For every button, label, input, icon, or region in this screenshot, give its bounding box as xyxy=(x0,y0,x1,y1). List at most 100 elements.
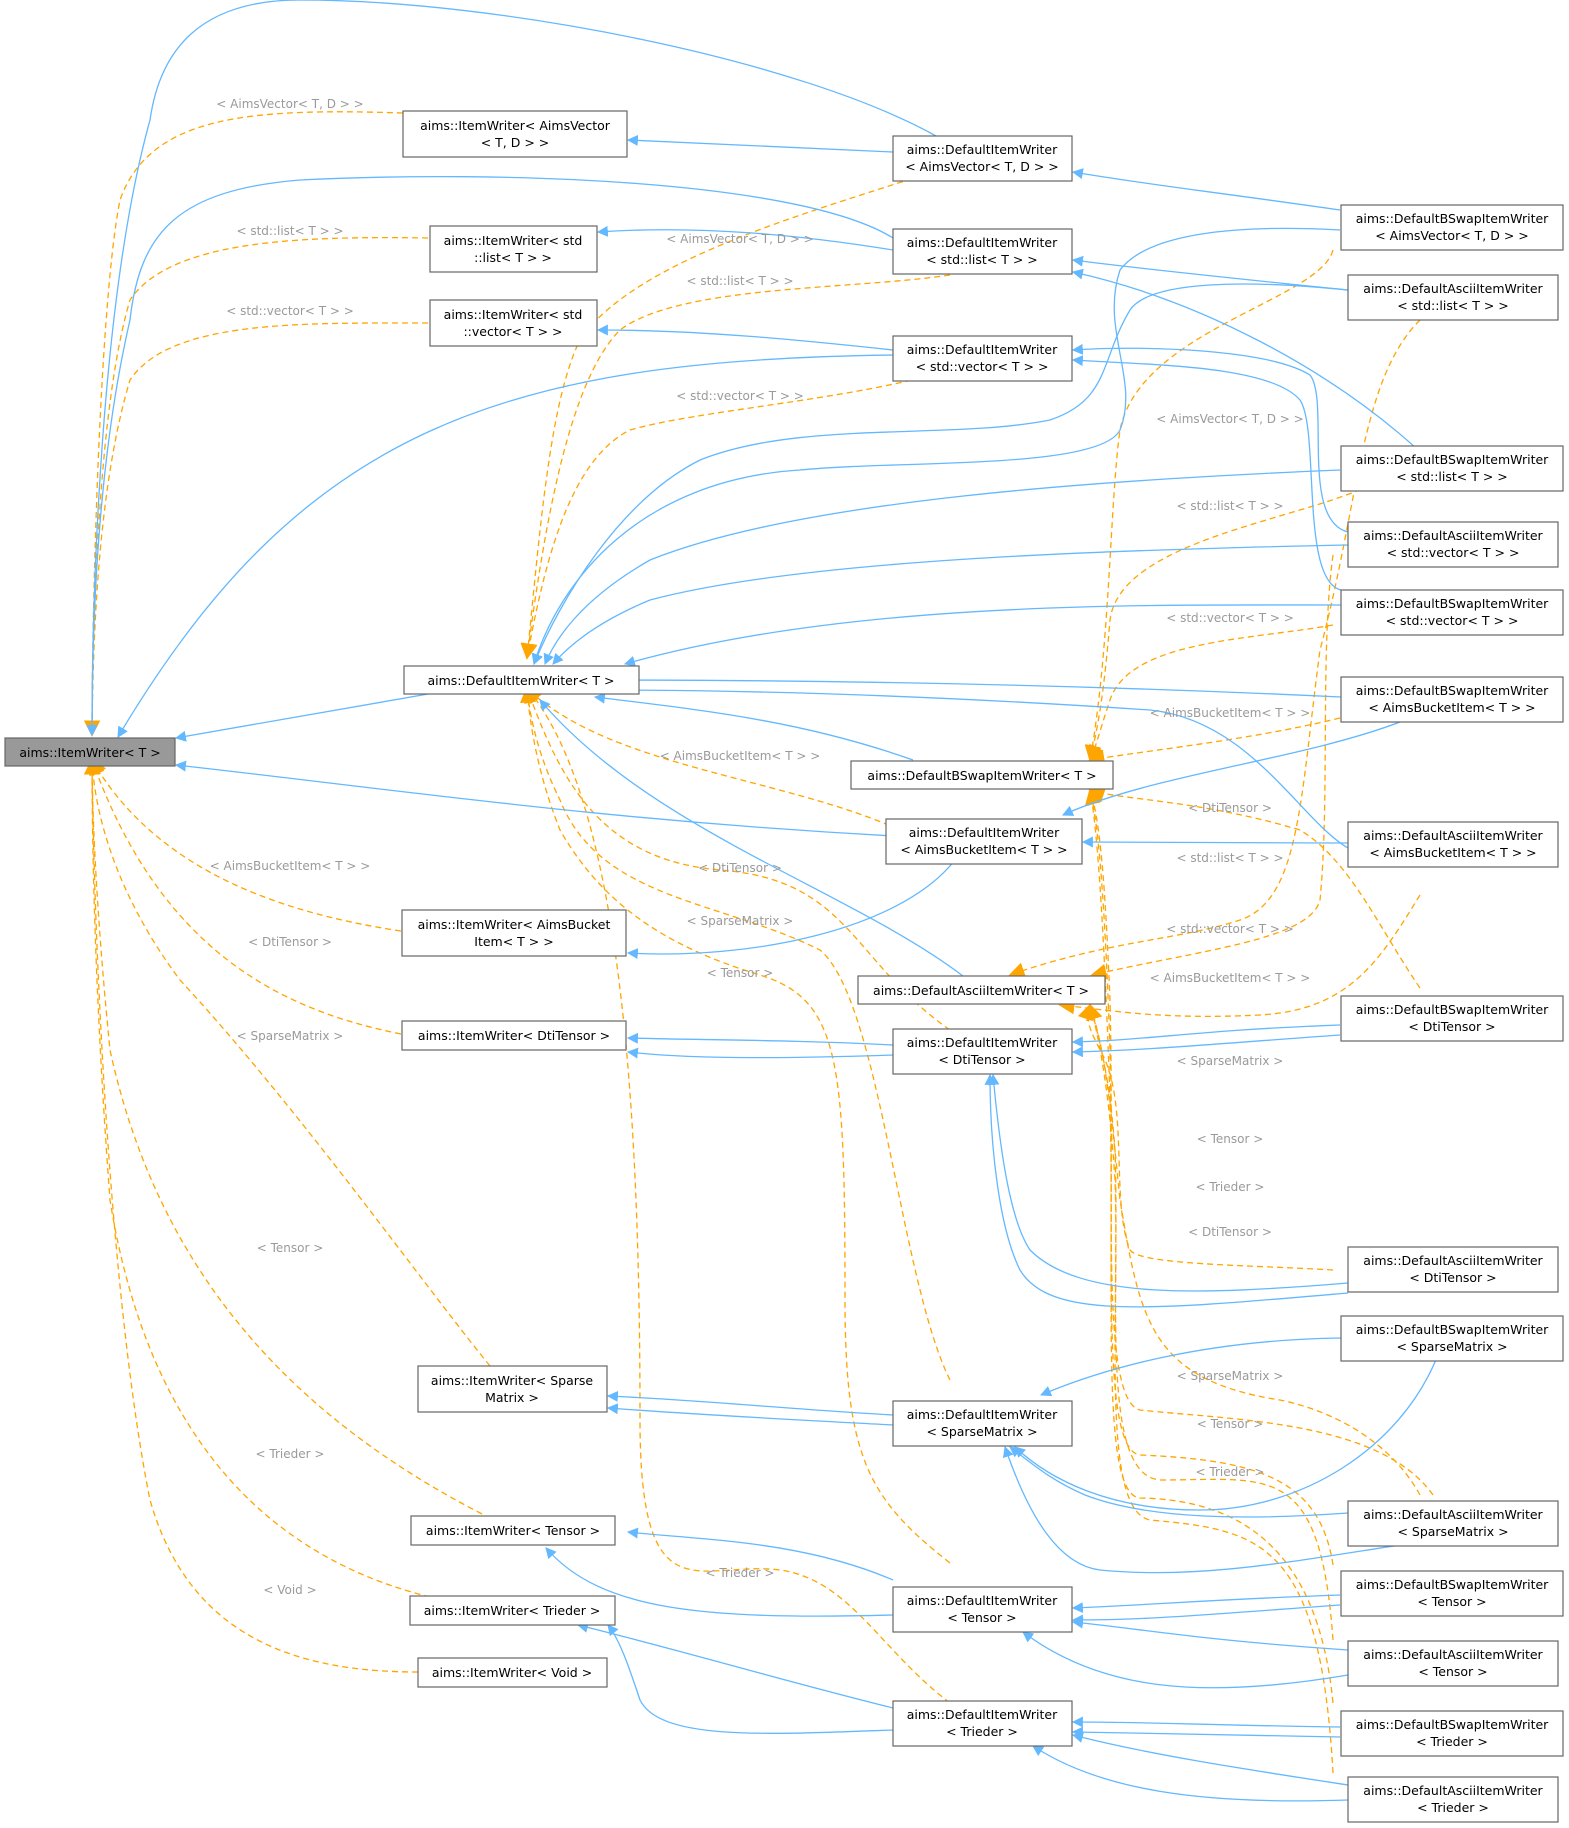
edge-dbs-sparse-to-diw-sparse-b xyxy=(1014,1354,1439,1511)
svg-text:aims::DefaultAsciiItemWriter: aims::DefaultAsciiItemWriter xyxy=(1363,1783,1543,1798)
node-defaultitemwriter-list[interactable]: aims::DefaultItemWriter < std::list< T >… xyxy=(892,228,1073,275)
edge-label: < DtiTensor > xyxy=(698,861,782,875)
svg-text:aims::DefaultBSwapItemWriter: aims::DefaultBSwapItemWriter xyxy=(1356,452,1549,467)
edge-diw-list-to-iw xyxy=(596,225,894,251)
svg-text:< AimsBucketItem< T > >: < AimsBucketItem< T > > xyxy=(900,842,1067,857)
edge-das-list-to-das-t xyxy=(1008,319,1421,978)
node-defaultbswapitemwriter-tensor[interactable]: aims::DefaultBSwapItemWriter < Tensor > xyxy=(1340,1570,1564,1617)
svg-text:aims::DefaultAsciiItemWriter: aims::DefaultAsciiItemWriter xyxy=(1363,528,1543,543)
svg-text:aims::DefaultItemWriter: aims::DefaultItemWriter xyxy=(907,342,1058,357)
node-itemwriter-tensor[interactable]: aims::ItemWriter< Tensor > xyxy=(410,1515,616,1546)
edge-label: < AimsBucketItem< T > > xyxy=(1150,971,1311,985)
node-itemwriter-void[interactable]: aims::ItemWriter< Void > xyxy=(417,1657,608,1688)
node-itemwriter-vector[interactable]: aims::ItemWriter< std ::vector< T > > xyxy=(429,299,598,347)
edge-dbs-dti-to-diw-dti-a xyxy=(1071,1024,1341,1048)
edge-diw-list-to-itemwriter xyxy=(86,175,894,737)
svg-text:aims::ItemWriter< AimsVector: aims::ItemWriter< AimsVector xyxy=(420,118,611,133)
edge-dbs-tensor-to-diw-tensor-b xyxy=(1071,1604,1341,1626)
edge-das-sparse-to-diw-sparse xyxy=(1009,1446,1349,1518)
node-defaultbswapitemwriter-bucket[interactable]: aims::DefaultBSwapItemWriter < AimsBucke… xyxy=(1340,676,1564,723)
edge-diw-dti-to-iw-b xyxy=(626,1047,894,1059)
node-defaultbswapitemwriter-sparsematrix[interactable]: aims::DefaultBSwapItemWriter < SparseMat… xyxy=(1340,1315,1564,1362)
node-defaultasciiitemwriter-bucket[interactable]: aims::DefaultAsciiItemWriter < AimsBucke… xyxy=(1347,821,1559,868)
edge-dbs-t-to-diw-t xyxy=(593,692,914,761)
edge-diw-trieder-to-iw-a xyxy=(576,1622,894,1709)
svg-text:aims::DefaultAsciiItemWriter<: aims::DefaultAsciiItemWriter< T > xyxy=(873,983,1089,998)
edge-label: < AimsVector< T, D > > xyxy=(666,232,813,246)
svg-text:aims::DefaultBSwapItemWriter: aims::DefaultBSwapItemWriter xyxy=(1356,1717,1549,1732)
node-defaultasciiitemwriter-tensor[interactable]: aims::DefaultAsciiItemWriter < Tensor > xyxy=(1347,1640,1559,1687)
node-itemwriter-list[interactable]: aims::ItemWriter< std ::list< T > > xyxy=(429,225,598,273)
node-defaultasciiitemwriter-trieder[interactable]: aims::DefaultAsciiItemWriter < Trieder > xyxy=(1347,1776,1559,1823)
svg-text:aims::ItemWriter< T >: aims::ItemWriter< T > xyxy=(19,745,160,760)
edge-diw-tensor-to-iw-a xyxy=(626,1527,894,1581)
svg-text:aims::DefaultBSwapItemWriter: aims::DefaultBSwapItemWriter xyxy=(1356,211,1549,226)
edge-dbs-aimsvector-to-diw-aimsvector xyxy=(1071,168,1341,211)
svg-text:aims::DefaultItemWriter: aims::DefaultItemWriter xyxy=(907,1707,1058,1722)
svg-text:< DtiTensor >: < DtiTensor > xyxy=(1409,1270,1496,1285)
edge-diw-vector-to-iw xyxy=(596,324,894,351)
svg-text:aims::ItemWriter< std: aims::ItemWriter< std xyxy=(444,307,583,322)
svg-text:::vector< T > >: ::vector< T > > xyxy=(463,324,562,339)
svg-text:aims::ItemWriter< Tensor >: aims::ItemWriter< Tensor > xyxy=(426,1523,600,1538)
node-defaultasciiitemwriter-t[interactable]: aims::DefaultAsciiItemWriter< T > xyxy=(857,975,1106,1005)
node-defaultasciiitemwriter-sparsematrix[interactable]: aims::DefaultAsciiItemWriter < SparseMat… xyxy=(1347,1500,1559,1547)
edge-dbs-trieder-to-diw-trieder-a xyxy=(1071,1716,1341,1728)
node-defaultitemwriter-dtitensor[interactable]: aims::DefaultItemWriter < DtiTensor > xyxy=(892,1028,1073,1075)
node-defaultasciiitemwriter-list[interactable]: aims::DefaultAsciiItemWriter < std::list… xyxy=(1347,274,1559,321)
node-defaultbswapitemwriter-dtitensor[interactable]: aims::DefaultBSwapItemWriter < DtiTensor… xyxy=(1340,995,1564,1042)
svg-text:aims::DefaultBSwapItemWriter<: aims::DefaultBSwapItemWriter< T > xyxy=(867,768,1096,783)
edge-diw-sparse-to-iw-a xyxy=(606,1390,894,1416)
node-itemwriter-sparsematrix[interactable]: aims::ItemWriter< Sparse Matrix > xyxy=(417,1365,608,1413)
node-defaultitemwriter-bucket[interactable]: aims::DefaultItemWriter < AimsBucketItem… xyxy=(885,818,1083,865)
node-defaultbswapitemwriter-aimsvector[interactable]: aims::DefaultBSwapItemWriter < AimsVecto… xyxy=(1340,204,1564,251)
svg-text:aims::ItemWriter< Void >: aims::ItemWriter< Void > xyxy=(432,1665,592,1680)
node-defaultitemwriter-t[interactable]: aims::DefaultItemWriter< T > xyxy=(403,665,640,695)
svg-text:aims::DefaultItemWriter: aims::DefaultItemWriter xyxy=(907,1035,1058,1050)
node-defaultitemwriter-sparsematrix[interactable]: aims::DefaultItemWriter < SparseMatrix > xyxy=(892,1400,1073,1447)
edge-dbs-vector-to-diw-vector xyxy=(1071,355,1342,591)
edge-dbs-aimsvector-to-diw-t xyxy=(531,227,1341,666)
node-itemwriter-aimsvector[interactable]: aims::ItemWriter< AimsVector < T, D > > xyxy=(402,110,628,158)
edge-label: < SparseMatrix > xyxy=(1177,1054,1284,1068)
node-defaultbswapitemwriter-t[interactable]: aims::DefaultBSwapItemWriter< T > xyxy=(850,760,1114,790)
node-defaultbswapitemwriter-trieder[interactable]: aims::DefaultBSwapItemWriter < Trieder > xyxy=(1340,1710,1564,1757)
svg-text:aims::ItemWriter< AimsBucket: aims::ItemWriter< AimsBucket xyxy=(418,917,611,932)
node-defaultitemwriter-aimsvector[interactable]: aims::DefaultItemWriter < AimsVector< T,… xyxy=(892,135,1073,182)
node-itemwriter-bucket[interactable]: aims::ItemWriter< AimsBucket Item< T > > xyxy=(401,909,627,957)
edge-label: < Trieder > xyxy=(706,1566,775,1580)
node-defaultitemwriter-tensor[interactable]: aims::DefaultItemWriter < Tensor > xyxy=(892,1586,1073,1633)
edge-label: < Tensor > xyxy=(257,1241,324,1255)
node-defaultbswapitemwriter-list[interactable]: aims::DefaultBSwapItemWriter < std::list… xyxy=(1340,445,1564,492)
edge-label: < AimsBucketItem< T > > xyxy=(660,749,821,763)
edge-diw-trieder-to-diw-t xyxy=(525,686,951,1704)
svg-text:< AimsVector< T, D > >: < AimsVector< T, D > > xyxy=(905,159,1059,174)
node-defaultasciiitemwriter-vector[interactable]: aims::DefaultAsciiItemWriter < std::vect… xyxy=(1347,521,1559,568)
svg-text:aims::DefaultBSwapItemWriter: aims::DefaultBSwapItemWriter xyxy=(1356,596,1549,611)
node-itemwriter-trieder[interactable]: aims::ItemWriter< Trieder > xyxy=(409,1595,616,1626)
node-defaultitemwriter-trieder[interactable]: aims::DefaultItemWriter < Trieder > xyxy=(892,1700,1073,1747)
svg-text:< std::list< T > >: < std::list< T > > xyxy=(1397,298,1509,313)
svg-text:::list< T > >: ::list< T > > xyxy=(474,250,552,265)
edge-dbs-list-to-diw-list xyxy=(1071,268,1418,450)
node-defaultitemwriter-vector[interactable]: aims::DefaultItemWriter < std::vector< T… xyxy=(892,335,1073,382)
edge-das-sparse-to-das-t xyxy=(1086,1003,1421,1496)
node-itemwriter-t[interactable]: aims::ItemWriter< T > xyxy=(4,737,176,767)
node-itemwriter-dtitensor[interactable]: aims::ItemWriter< DtiTensor > xyxy=(401,1020,627,1051)
edge-dbs-list-to-diw-t xyxy=(543,469,1341,666)
svg-text:aims::ItemWriter< DtiTensor >: aims::ItemWriter< DtiTensor > xyxy=(418,1028,610,1043)
edge-label: < std::list< T > > xyxy=(1176,851,1283,865)
svg-text:< SparseMatrix >: < SparseMatrix > xyxy=(1396,1339,1507,1354)
edge-das-tensor-to-diw-tensor-b xyxy=(1022,1631,1349,1689)
template-edges xyxy=(84,111,1434,1774)
svg-text:aims::ItemWriter< std: aims::ItemWriter< std xyxy=(444,233,583,248)
edge-dbs-bucket-to-diw-t xyxy=(593,674,1342,698)
node-defaultbswapitemwriter-vector[interactable]: aims::DefaultBSwapItemWriter < std::vect… xyxy=(1340,589,1564,636)
node-defaultasciiitemwriter-dtitensor[interactable]: aims::DefaultAsciiItemWriter < DtiTensor… xyxy=(1347,1246,1559,1293)
edge-diw-t-to-itemwriter xyxy=(174,693,429,742)
edge-label: < SparseMatrix > xyxy=(237,1029,344,1043)
edge-das-bucket-to-diw-bucket xyxy=(1081,836,1349,848)
edge-dbs-sparse-to-dbs-t xyxy=(1086,788,1434,1496)
edge-dbs-vector-to-diw-t xyxy=(623,604,1342,667)
edge-das-vector-to-diw-vector xyxy=(1071,343,1349,533)
